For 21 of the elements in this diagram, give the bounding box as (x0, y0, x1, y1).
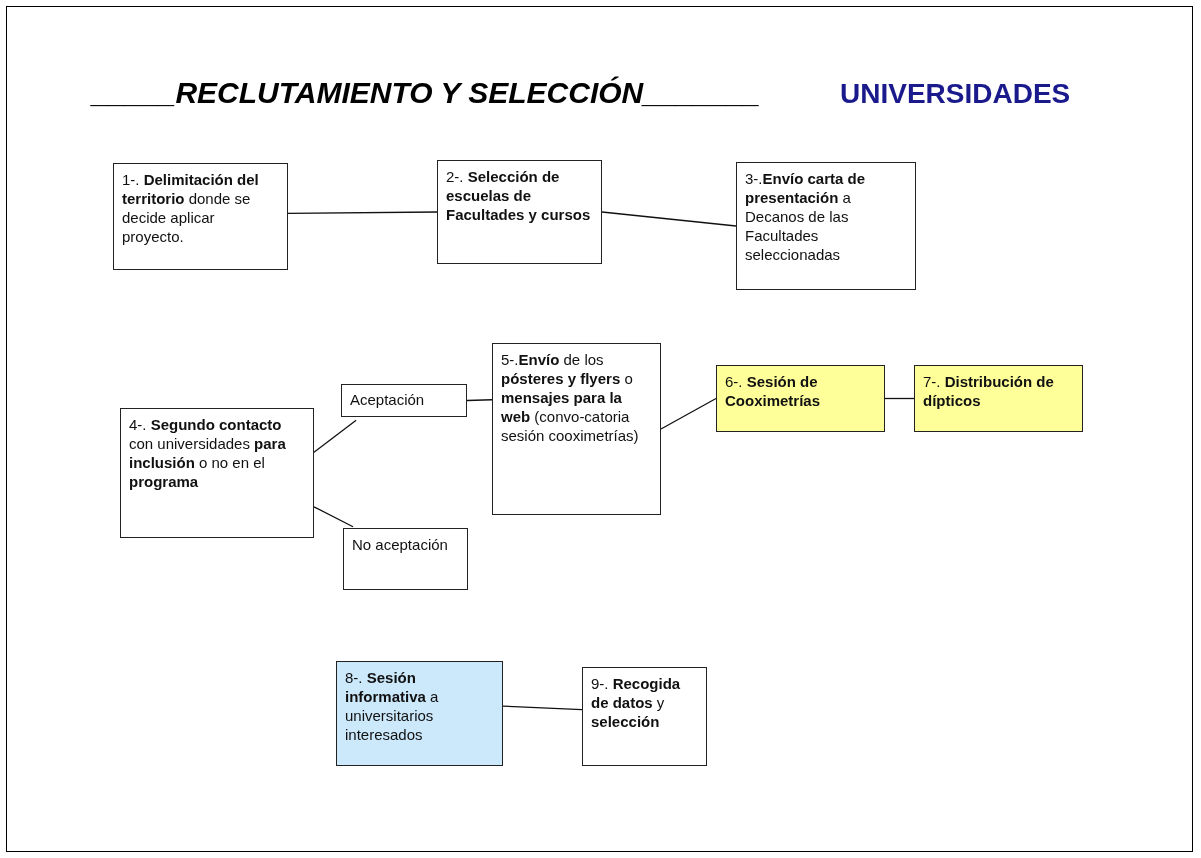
process-box: Aceptación (341, 384, 467, 417)
process-box: 1-. Delimitación del territorio donde se decide aplicar proyecto. (113, 163, 288, 270)
process-box: 8-. Sesión informativa a universitarios interesados (336, 661, 503, 766)
process-box: 2-. Selección de escuelas de Facultades y cursos (437, 160, 602, 264)
process-box: 6-. Sesión de Cooximetrías (716, 365, 885, 432)
connector-line (466, 399, 493, 402)
process-box: 4-. Segundo contacto con universidades para inclusión o no en el programa (120, 408, 314, 538)
connector-line (601, 211, 737, 227)
diagram-title: _____RECLUTAMIENTO Y SELECCIÓN_______ (92, 76, 761, 110)
process-box: No aceptación (343, 528, 468, 590)
connector-line (287, 211, 438, 214)
connector-line (313, 419, 357, 453)
heading-label: UNIVERSIDADES (840, 78, 1071, 110)
process-box: 7-. Distribución de dípticos (914, 365, 1083, 432)
connector-line (313, 506, 354, 528)
process-box: 9-. Recogida de datos y selección (582, 667, 707, 766)
process-box: 3-.Envío carta de presentación a Decanos de las Facultades seleccionadas (736, 162, 916, 290)
connector-line (660, 397, 717, 430)
connector-line (502, 705, 583, 711)
process-box: 5-.Envío de los pósteres y flyers o mensajes para la web (convo-catoria sesión cooximetrías) (492, 343, 661, 515)
connector-line (884, 397, 915, 400)
